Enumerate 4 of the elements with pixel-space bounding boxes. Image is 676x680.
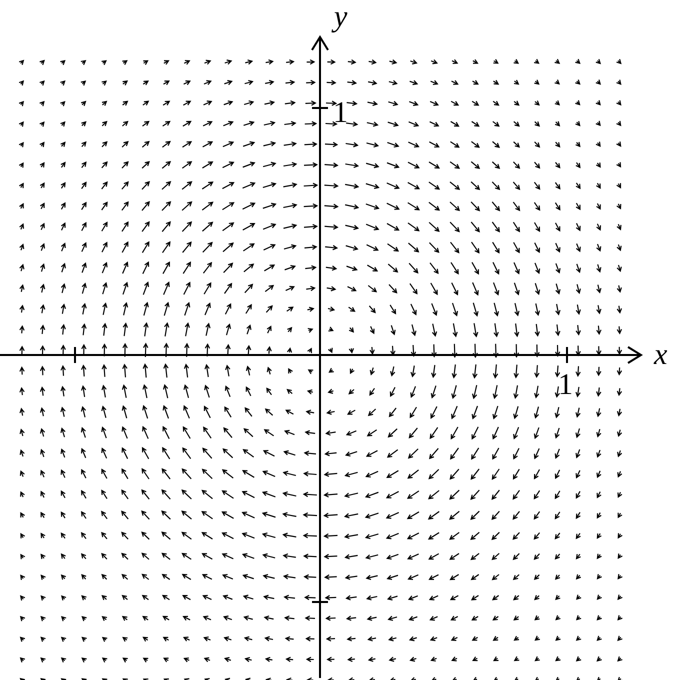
axis-label: x xyxy=(654,340,668,370)
tick-label: 1 xyxy=(333,98,348,128)
axis-label: y xyxy=(334,2,348,32)
tick-label: 1 xyxy=(558,370,573,400)
